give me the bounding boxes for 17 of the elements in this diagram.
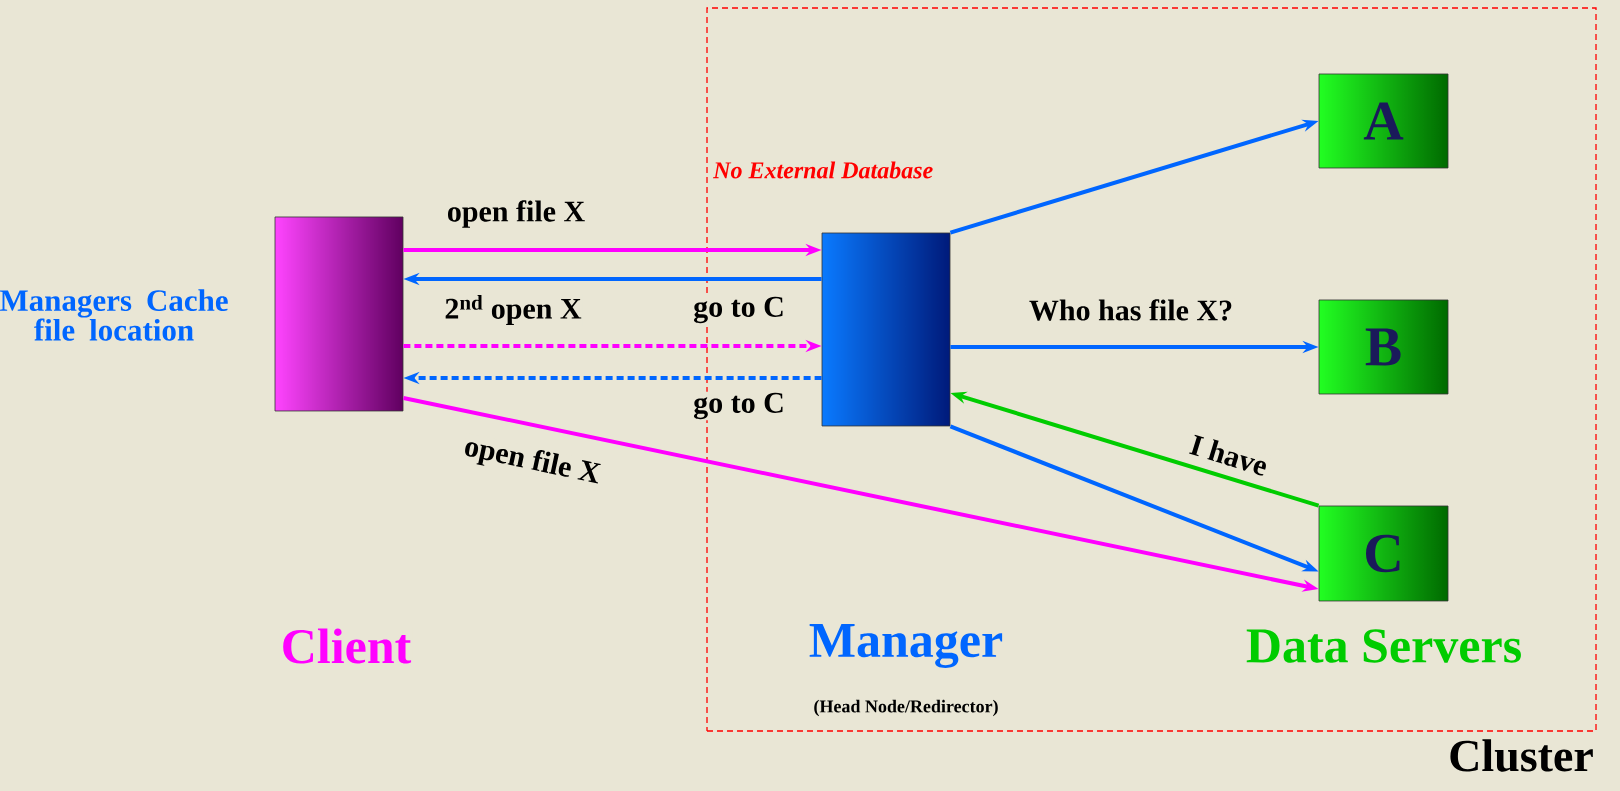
edge-label: go to C (692, 391, 786, 421)
box (274, 216, 404, 412)
server-box: B (1318, 299, 1449, 395)
edge-label: open file X (445, 199, 587, 229)
region-label: Cluster (1450, 739, 1593, 772)
edge-label: Who has file X? (1027, 298, 1235, 322)
node-caption: (Head Node/Redirector) (814, 699, 998, 717)
edge-label: open file X (460, 432, 604, 491)
text-label: Managers Cache file location (0, 288, 235, 342)
node-caption: Manager (809, 624, 1003, 668)
edge-label: 2$^{nd}$ open X (443, 294, 583, 326)
text-label: Client (279, 627, 413, 665)
server-box: A (1318, 73, 1449, 169)
edge-label: I have (1186, 432, 1272, 478)
server-box: C (1318, 505, 1449, 602)
edge-label: go to C (692, 295, 786, 325)
text-label: Data Servers (1244, 628, 1524, 664)
